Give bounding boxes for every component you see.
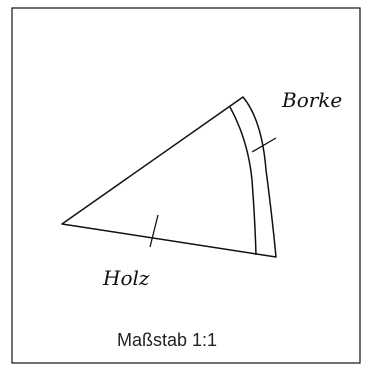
bark-pointer-line <box>251 137 277 153</box>
wood-pointer-line <box>149 214 159 248</box>
scale-label: Maßstab 1:1 <box>117 330 217 350</box>
wood-label: Holz <box>102 266 150 290</box>
frame-border <box>11 7 361 364</box>
wedge-shape <box>61 96 277 258</box>
bark-label: Borke <box>281 88 342 112</box>
wedge-outline <box>61 96 277 258</box>
bark-inner-boundary <box>229 106 257 256</box>
